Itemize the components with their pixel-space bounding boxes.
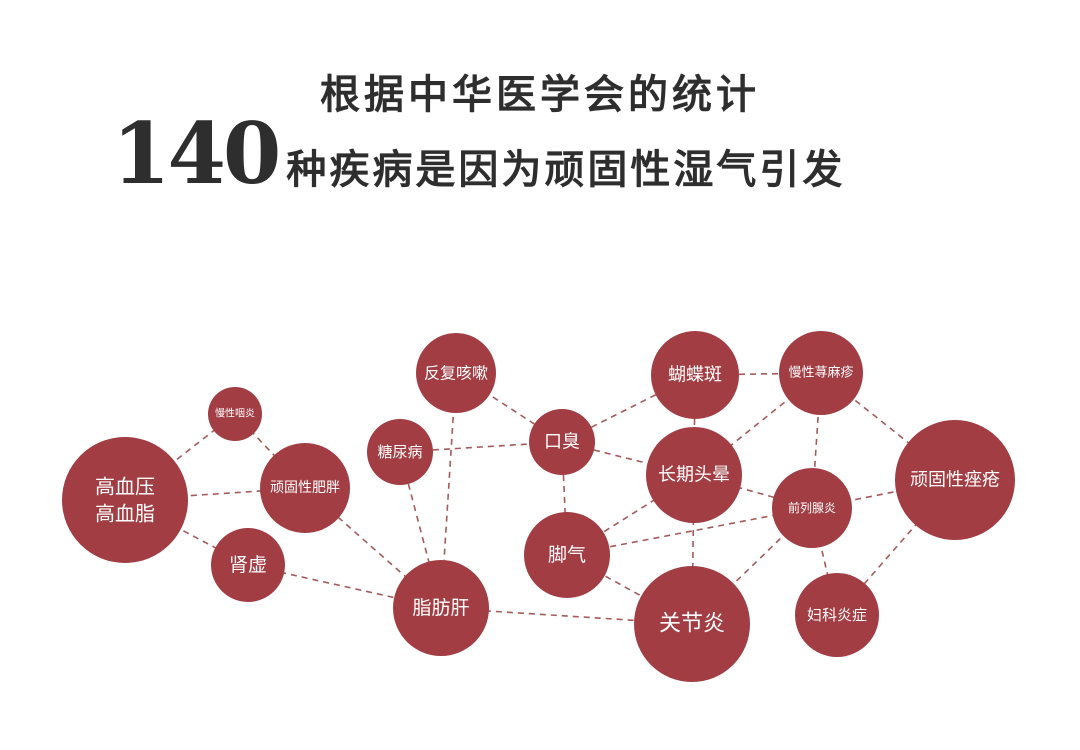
node-manxingxunmazhen: 慢性荨麻疹 [779,331,863,415]
node-wangufeipang: 顽固性肥胖 [260,443,350,533]
node-label-jiaoqi: 脚气 [548,544,586,566]
node-label-shenxu: 肾虚 [229,554,267,576]
edge-kouchou-jiaoqi [561,441,568,556]
node-kouchou: 口臭 [529,409,595,475]
node-jiaoqi: 脚气 [524,512,610,598]
node-zhifanggan: 脂肪肝 [393,560,489,656]
node-fanfukesou: 反复咳嗽 [416,333,496,413]
node-circle-fanfukesou [416,333,496,413]
node-label-gaoxueya: 高血压 [95,475,155,499]
node-fukeyanzheng: 妇科炎症 [795,573,879,657]
node-label-guanjieyan: 关节炎 [659,612,725,637]
node-label-manxingxunmazhen: 慢性荨麻疹 [788,365,853,381]
node-circle-manxingxunmazhen [779,331,863,415]
edge-gaoxueya-wangufeipang [124,487,306,501]
node-guanjieyan: 关节炎 [634,566,750,682]
node-manxingyanyan: 慢性咽炎 [208,387,262,441]
node-label-kouchou: 口臭 [544,432,580,453]
header-subtitle-text: 种疾病是因为顽固性湿气引发 [286,146,846,193]
node-circle-jiaoqi [524,512,610,598]
node-label-manxingyanyan: 慢性咽炎 [215,407,255,420]
header-title: 根据中华医学会的统计 [320,71,760,118]
node-circle-kouchou [529,409,595,475]
node-circle-qianliexianyan [772,468,852,548]
node-hudieban: 蝴蝶斑 [651,331,739,419]
node-label-gaoxueya: 高血脂 [95,502,155,526]
edge-jiaoqi-qianliexianyan [566,507,813,556]
node-circle-shenxu [211,528,285,602]
node-label-qianliexianyan: 前列腺炎 [788,500,836,515]
node-label-fanfukesou: 反复咳嗽 [424,364,488,383]
header-subtitle: 140 种疾病是因为顽固性湿气引发 [112,104,845,203]
node-circle-changqitouyun [646,427,742,523]
node-wangucuochuang: 顽固性痤疮 [895,420,1015,540]
node-label-zhifanggan: 脂肪肝 [412,597,469,619]
node-shenxu: 肾虚 [211,528,285,602]
node-circle-zhifanggan [393,560,489,656]
node-label-fukeyanzheng: 妇科炎症 [807,606,867,624]
node-label-wangufeipang: 顽固性肥胖 [270,480,340,496]
node-circle-gaoxueya [62,437,188,563]
node-changqitouyun: 长期头晕 [646,427,742,523]
node-label-changqitouyun: 长期头晕 [658,465,730,486]
node-circle-fukeyanzheng [795,573,879,657]
node-qianliexianyan: 前列腺炎 [772,468,852,548]
node-circle-wangufeipang [260,443,350,533]
node-circle-wangucuochuang [895,420,1015,540]
node-circle-hudieban [651,331,739,419]
node-circle-guanjieyan [634,566,750,682]
node-circle-manxingyanyan [208,387,262,441]
header-number: 140 [112,104,281,203]
node-circle-tangniaobing [367,419,433,485]
node-label-wangucuochuang: 顽固性痤疮 [910,470,1000,491]
node-label-tangniaobing: 糖尿病 [377,443,422,461]
node-tangniaobing: 糖尿病 [367,419,433,485]
node-label-hudieban: 蝴蝶斑 [668,365,722,386]
edge-wangucuochuang-fukeyanzheng [836,479,956,616]
edge-wangufeipang-zhifanggan [304,487,442,609]
